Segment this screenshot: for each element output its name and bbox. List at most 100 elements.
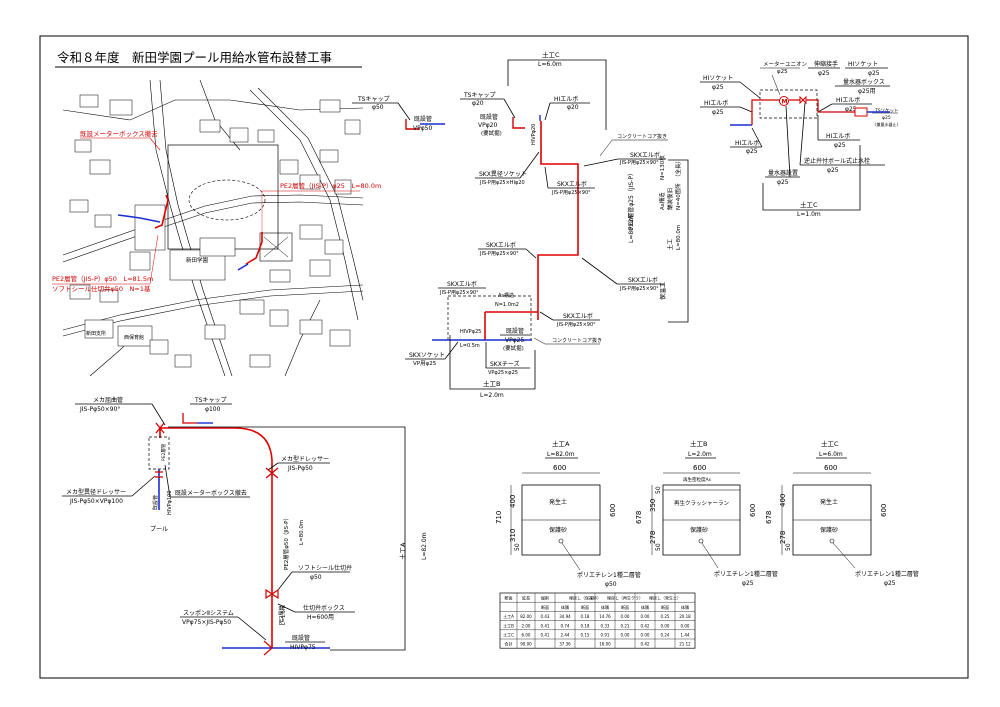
label-skx-elbow-3: SKXエルボ [486,241,516,249]
label-side-5: As構造 [658,192,666,210]
table-cell: 土工B [503,622,514,628]
label-mecha-reducer: メカ型異径ドレッサー [66,488,126,496]
section-a-len: L=82.0m [547,451,575,458]
label-skx-elbow-5: SKXエルボ [447,280,477,288]
label-mecha-dresser-size: JIS-Pφ50 [287,465,313,472]
section-a-base: 50 [514,543,521,551]
map-label-meter-box: 既設メーターボックス撤去 [80,129,158,138]
section-a-title: 土工A [552,439,570,448]
table-cell: 0.41 [541,623,550,628]
label-existing-bottom-size: HIVPφ75 [290,644,316,651]
quantity-table: 断面延長掘削埋戻し（保護砂）埋戻し（再生クラ）埋戻し（発生土）断面体積断面体積断… [499,592,696,649]
label-ts-socket-size: φ25 [882,115,891,121]
table-cell: 土工A [503,613,514,619]
svg-text:M: M [782,99,788,106]
label-soft-valve: ソフトシール仕切弁 [298,564,352,572]
label-earthwork-b-len: L=2.0m [480,392,504,399]
label-side-1: 土工 [666,238,674,250]
table-cell: 0.00 [681,623,690,628]
section-c: 土工C L=6.0m 600 発生土 保護砂 400 278 678 50 60… [765,439,919,587]
map-label-pe2: PE2層管（JIS-P）φ25 L=80.0m [280,181,381,190]
label-pe2-main-len: L=80.0m [628,215,635,243]
table-cell: 断面 [505,595,513,601]
label-expansion: 伸縮接手 [814,60,838,68]
label-skx-elbow-1-size: JIS-P用φ25×90° [619,160,659,166]
table-cell: 2.00 [522,623,531,628]
label-hi-elbow-c: HIエルボ [735,139,759,147]
table-cell: 埋戻し（再生クラ） [607,595,643,601]
label-pe2-main: PE2層管φ25（JIS-P） [627,170,635,230]
label-check-valve: 逆止弁付ボール式止水栓 [804,157,870,165]
label-check-valve-size: φ25 [827,167,839,174]
label-side-2: L=80.0m [676,225,682,250]
label-hi-socket-size: φ25 [868,70,880,77]
label-existing-pipe-v-size: HIVPφ100 [167,490,173,515]
table-cell: 0.00 [641,633,650,638]
section-b-lower: 保護砂 [690,526,708,534]
label-earthwork-a: 土工A [398,542,407,560]
section-c-total: 678 [765,511,773,524]
section-b-upper: 再生クラッシャーラン [674,499,730,507]
label-pe2-left-len: L=80.0m [299,520,305,545]
label-hi-elbow-a-size: φ25 [712,109,724,116]
section-b-pipe-size: φ25 [742,580,754,587]
label-earthwork-c-right-len: L=1.0m [797,211,821,218]
label-earthwork-b: 土工B [483,379,500,388]
section-c-title: 土工C [821,439,839,448]
section-b-total: 678 [635,511,643,524]
label-skx-elbow-1: SKXエルボ [630,151,660,159]
map-label-pe2-b: PE2層管（JIS-P）φ50 L=81.5m [52,274,153,283]
label-earthwork-c-top-len: L=6.0m [538,61,562,68]
label-expansion-size: φ25 [818,70,830,77]
label-skx-elbow-4: SKXエルボ [628,276,658,284]
section-b-title: 土工B [690,439,707,448]
label-existing-2-size: VPφ20 [478,122,497,129]
section-a-pipe: ポリエチレン1種二層管 [577,571,641,579]
label-skx-elbow-2: SKXエルボ [557,180,587,188]
section-b-top-dim: 350 [649,499,657,512]
table-cell: 21.12 [679,642,691,647]
label-skx-tee-size: VPφ25×φ25 [488,370,518,376]
label-skx-tee: SKXチーズ [490,360,520,368]
label-ts-cap-1: TSキャップ [357,96,389,103]
label-meter-existing: 量水器設置 [768,169,798,177]
table-cell: 1.44 [681,633,690,638]
section-c-top-dim: 400 [779,494,787,507]
section-c-lower: 保護砂 [820,526,838,534]
label-existing-box: 既設メーターボックス撤去 [175,489,247,497]
table-cell: 14.76 [599,614,611,619]
table-cell: 0.33 [601,623,610,628]
section-c-base: 50 [785,543,792,551]
detail-bottom-left: メカ屈曲管 JIS-Pφ50×90° TSキャップ φ100 PE2層管 メカ型… [62,396,428,656]
label-pe2-short: PE2層管 [278,606,285,625]
label-earthwork-c-right: 土工C [800,200,818,209]
label-ts-cap-2: TSキャップ [463,92,495,99]
label-skx-elbow-6: SKXエルボ [563,312,593,320]
label-existing-2: 既設管 [480,113,498,121]
label-meter-union-size: φ25 [777,69,788,75]
section-b-width: 600 [693,464,706,472]
label-pe2-left: PE2層管φ50（JIS-P） [282,515,290,570]
label-sppon: スッポンⅡシステム [183,609,234,617]
table-cell: 埋戻し（保護砂） [569,595,601,601]
label-hi-socket: HIソケット [848,61,878,68]
label-skx-elbow-2-size: JIS-P用φ25×90° [551,190,591,196]
section-b-len: L=2.0m [688,451,712,458]
label-meter-union: メーターユニオン [763,60,808,68]
label-hi-elbow-d-size: φ25 [834,142,846,149]
label-soft-valve-size: φ50 [310,574,322,581]
table-cell: 0.91 [601,633,610,638]
table-cell: 断面 [661,604,669,610]
detail-top-center: TSキャップ φ50 既設管 VPφ50 TSキャップ φ20 既設管 VPφ2… [352,50,689,399]
table-cell: 0.74 [561,623,570,628]
section-c-bot-dim: 278 [779,531,787,544]
label-meter-existing-size: φ25 [777,179,789,186]
section-a-right: 600 [609,504,617,517]
label-sppon-size: VPφ75×JIS-Pφ50 [182,619,231,626]
table-cell: 合計 [505,641,513,647]
label-ts-cap-left: TSキャップ [194,397,226,404]
table-cell: 0.18 [581,623,590,628]
section-a-total: 710 [495,511,503,524]
table-cell: 断面 [581,604,589,610]
map-label-valve: ソフトシール仕切弁φ50 N=1基 [52,284,151,293]
